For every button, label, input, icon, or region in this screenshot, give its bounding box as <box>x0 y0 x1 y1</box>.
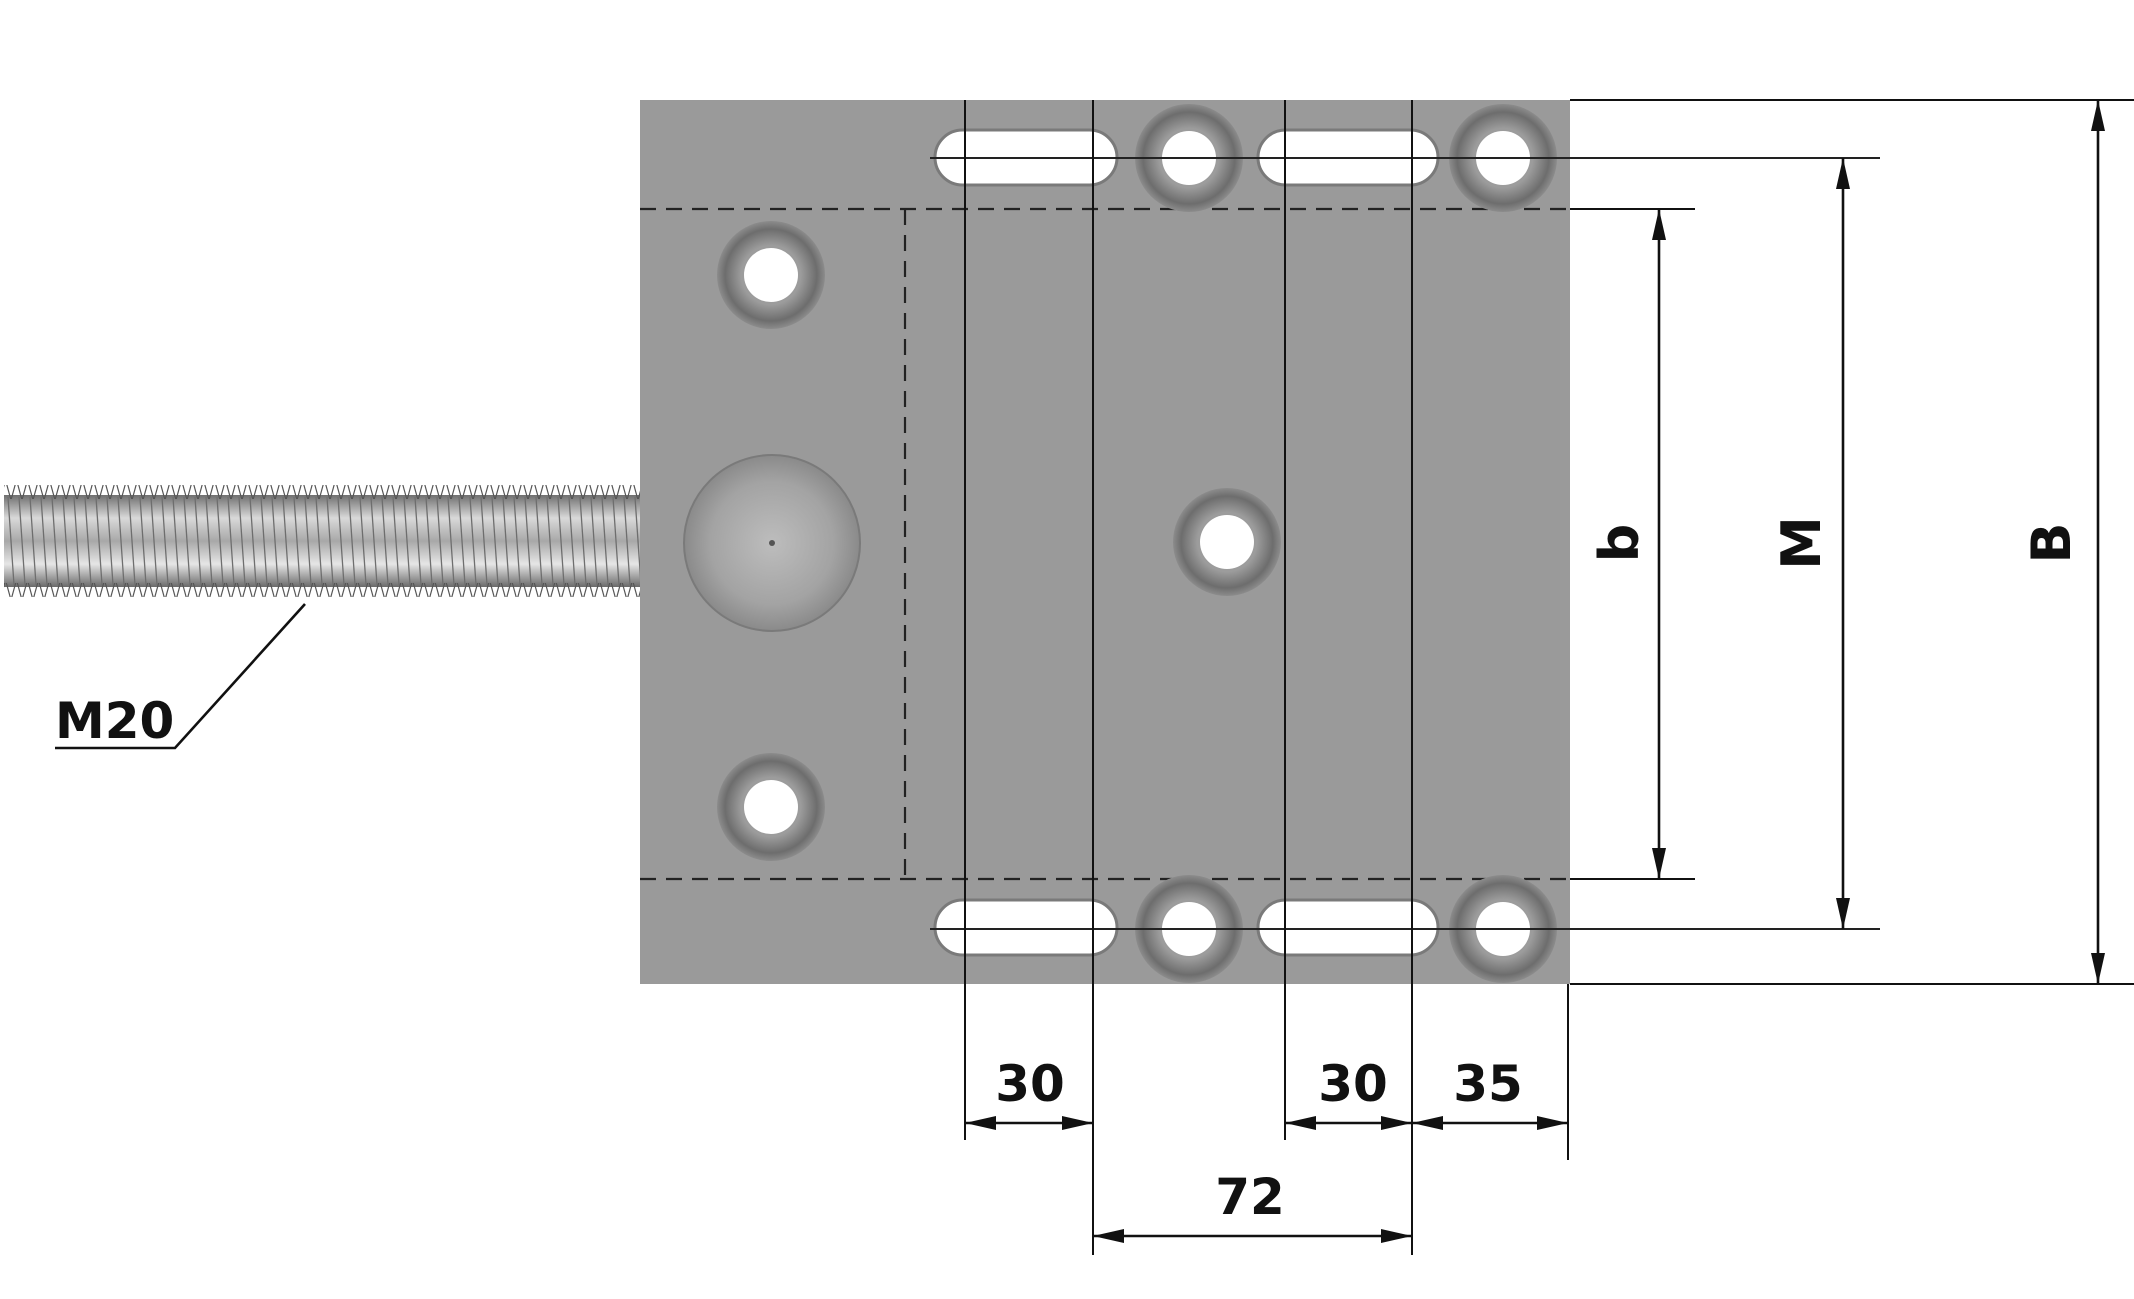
thread-line <box>293 496 301 586</box>
thread-line <box>139 496 147 586</box>
thread-line <box>524 496 532 586</box>
thread-line <box>425 496 433 586</box>
thread-line <box>403 496 411 586</box>
thread-line <box>557 496 565 586</box>
thread-line <box>315 496 323 586</box>
thread-line <box>62 496 70 586</box>
thread-line <box>590 496 598 586</box>
thread-line <box>513 496 521 586</box>
hole-center <box>1173 488 1281 596</box>
dimension-b: b <box>1588 524 1651 563</box>
thread-line <box>502 496 510 586</box>
thread-line <box>447 496 455 586</box>
thread-line <box>381 496 389 586</box>
thread-label: M20 <box>55 692 174 750</box>
thread-line <box>249 496 257 586</box>
thread-line <box>271 496 279 586</box>
thread-line <box>7 496 15 586</box>
dimension-lines <box>55 100 2105 1243</box>
thread-line <box>18 496 26 586</box>
thread-line <box>205 496 213 586</box>
thread-line <box>95 496 103 586</box>
hole-left-upper <box>717 221 825 329</box>
thread-line <box>150 496 158 586</box>
thread-line <box>51 496 59 586</box>
thread-line <box>161 496 169 586</box>
thread-line <box>194 496 202 586</box>
thread-line <box>282 496 290 586</box>
thread-line <box>183 496 191 586</box>
threaded-rod <box>4 485 642 597</box>
thread-line <box>568 496 576 586</box>
thread-line <box>128 496 136 586</box>
thread-line <box>392 496 400 586</box>
thread-line <box>579 496 587 586</box>
thread-line <box>458 496 466 586</box>
thread-line <box>469 496 477 586</box>
thread-line <box>84 496 92 586</box>
dimension-30-left: 30 <box>995 1055 1065 1113</box>
thread-line <box>348 496 356 586</box>
dimension-35: 35 <box>1453 1055 1523 1113</box>
dimension-B: B <box>2020 522 2083 563</box>
center-lines <box>930 157 1880 930</box>
slot-bottom-left <box>933 898 1119 957</box>
thread-line <box>227 496 235 586</box>
thread-line <box>414 496 422 586</box>
slot-bottom-right <box>1256 898 1440 957</box>
thread-line <box>238 496 246 586</box>
thread-line <box>172 496 180 586</box>
hidden-lines <box>640 207 1570 881</box>
thread-line <box>546 496 554 586</box>
thread-line <box>601 496 609 586</box>
thread-line <box>535 496 543 586</box>
thread-line <box>359 496 367 586</box>
thread-line <box>370 496 378 586</box>
thread-line <box>260 496 268 586</box>
thread-line <box>117 496 125 586</box>
thread-hatching <box>7 496 642 586</box>
bolt-head <box>683 454 861 632</box>
dimension-30-right: 30 <box>1318 1055 1388 1113</box>
thread-line <box>216 496 224 586</box>
thread-line <box>29 496 37 586</box>
thread-line <box>304 496 312 586</box>
thread-line <box>436 496 444 586</box>
thread-line <box>623 496 631 586</box>
extension-lines <box>964 99 2134 1255</box>
thread-line <box>73 496 81 586</box>
thread-line <box>106 496 114 586</box>
thread-line <box>326 496 334 586</box>
thread-line <box>491 496 499 586</box>
thread-line <box>337 496 345 586</box>
dimension-72: 72 <box>1215 1168 1285 1226</box>
dimension-M: M <box>1770 516 1833 570</box>
hole-left-lower <box>717 753 825 861</box>
thread-line <box>40 496 48 586</box>
thread-line <box>612 496 620 586</box>
thread-line <box>480 496 488 586</box>
